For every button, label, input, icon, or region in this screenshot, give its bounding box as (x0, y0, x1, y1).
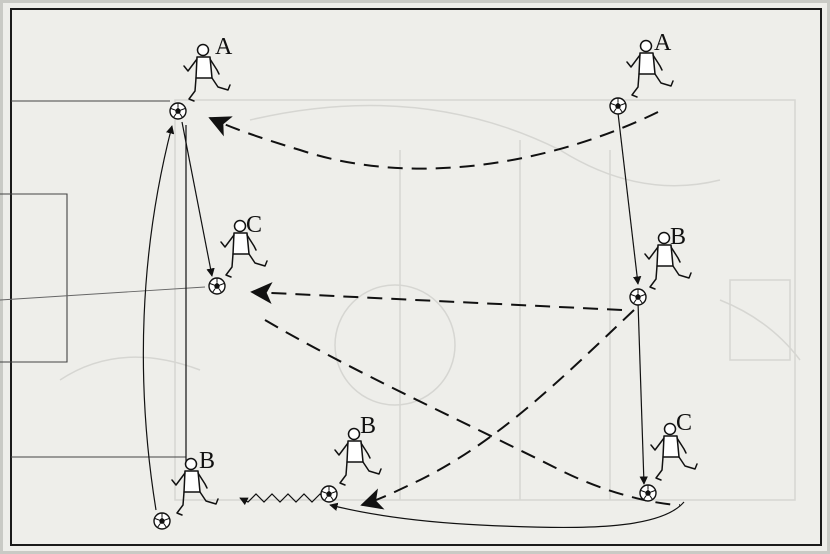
player-label: C (676, 410, 692, 436)
ball-a2 (610, 98, 626, 114)
player-label: B (199, 448, 215, 474)
ball-a1 (170, 103, 186, 119)
player-label: B (670, 224, 686, 250)
ball-b1 (630, 289, 646, 305)
ball-c2 (640, 485, 656, 501)
player-label: B (360, 413, 376, 439)
player-label: A (215, 34, 233, 60)
diagram-paper (3, 3, 827, 551)
ball-c1 (209, 278, 225, 294)
player-label: A (654, 30, 672, 56)
ball-b2 (321, 486, 337, 502)
player-label: C (246, 212, 262, 238)
ball-b3 (154, 513, 170, 529)
